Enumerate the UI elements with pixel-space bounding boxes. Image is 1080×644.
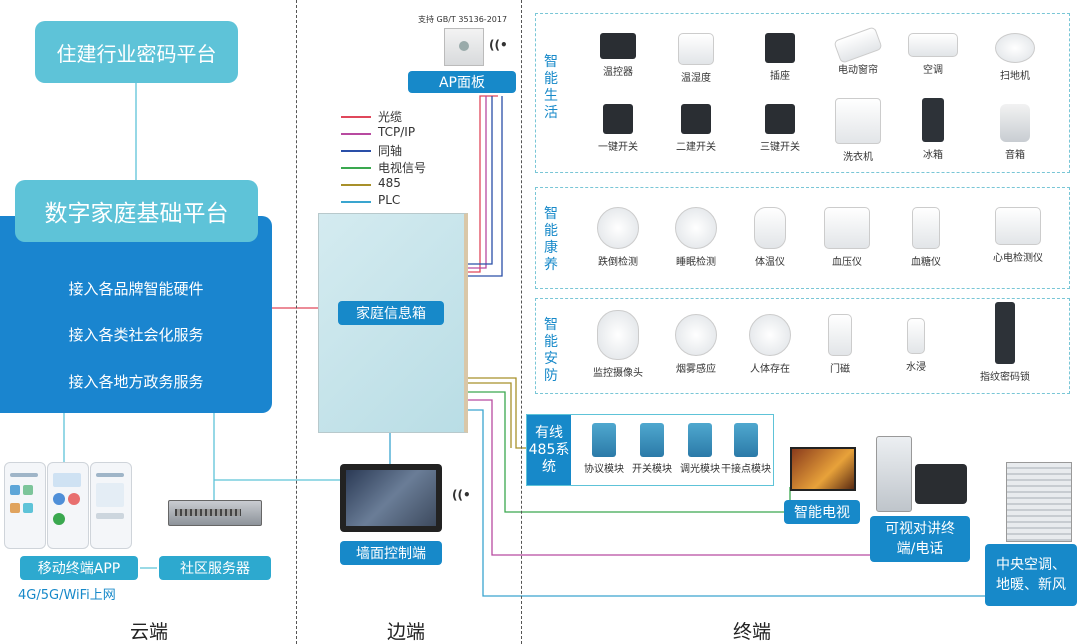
device-water-leak: 水浸 xyxy=(881,318,951,373)
device-fall-detector: 跌倒检测 xyxy=(583,207,653,268)
device-socket: 插座 xyxy=(745,33,815,82)
device-presence-sensor: 人体存在 xyxy=(735,314,805,375)
device-washing-machine: 洗衣机 xyxy=(823,98,893,163)
legend-label-plc: PLC xyxy=(378,193,401,207)
module-dry-contact: 干接点模块 xyxy=(719,423,773,475)
device-curtain: 电动窗帘 xyxy=(823,26,893,76)
legend-label-485: 485 xyxy=(378,176,401,190)
intercom-label: 可视对讲终端/电话 xyxy=(870,516,970,562)
device-door-sensor: 门磁 xyxy=(805,314,875,375)
home-info-box-label: 家庭信息箱 xyxy=(338,301,444,325)
central-ac-image xyxy=(1006,462,1072,542)
device-switch-one: 一键开关 xyxy=(583,104,653,153)
community-server-image xyxy=(168,500,262,526)
legend-label-tcp: TCP/IP xyxy=(378,125,416,139)
phone-screenshot-3 xyxy=(90,462,132,549)
wire-ap-tcp xyxy=(463,96,487,269)
device-air-conditioner: 空调 xyxy=(898,33,968,76)
group-title-smart-health: 智能康养 xyxy=(544,206,558,273)
device-sleep-monitor: 睡眠检测 xyxy=(661,207,731,268)
phone-screenshot-1 xyxy=(4,462,46,549)
device-speaker: 音箱 xyxy=(980,104,1050,161)
desk-phone-image xyxy=(915,464,967,504)
wifi-icon: ((• xyxy=(489,38,508,52)
legend-swatch-tv xyxy=(341,167,371,169)
service-item-government: 接入各地方政务服务 xyxy=(68,373,204,391)
group-smart-life: 智能生活 xyxy=(535,13,1070,173)
central-ac-label: 中央空调、地暖、新风 xyxy=(985,544,1077,606)
wall-control-label: 墙面控制端 xyxy=(340,541,442,565)
legend-swatch-485 xyxy=(341,184,371,186)
phone-screenshot-2 xyxy=(47,462,89,549)
wire-485b xyxy=(463,382,512,448)
device-fridge: 冰箱 xyxy=(898,98,968,161)
wifi-icon: ((• xyxy=(452,488,471,502)
device-thermometer: 体温仪 xyxy=(735,207,805,268)
wire-intercom xyxy=(463,399,874,556)
legend-label-coax: 同轴 xyxy=(378,144,403,158)
device-robot-vacuum: 扫地机 xyxy=(980,33,1050,82)
smart-tv-label: 智能电视 xyxy=(784,500,860,524)
device-blood-pressure: 血压仪 xyxy=(812,207,882,268)
group-smart-health: 智能康养 xyxy=(535,187,1070,289)
device-switch-two: 二建开关 xyxy=(661,104,731,153)
wall-control-image xyxy=(340,464,442,532)
smart-tv-image xyxy=(790,447,856,491)
legend-label-fiber: 光缆 xyxy=(378,110,403,124)
device-hygrometer: 温湿度 xyxy=(661,33,731,84)
group-title-smart-security: 智能安防 xyxy=(544,317,558,384)
region-label-terminal: 终端 xyxy=(733,621,772,643)
rs485-system-title: 有线485系统 xyxy=(527,415,571,485)
intercom-image xyxy=(876,436,912,512)
module-switch: 开关模块 xyxy=(627,423,677,475)
digital-home-platform: 数字家庭基础平台 xyxy=(15,180,258,242)
mobile-app-label: 移动终端APP xyxy=(20,556,138,580)
region-label-cloud: 云端 xyxy=(130,621,169,643)
device-smoke-sensor: 烟雾感应 xyxy=(661,314,731,375)
device-ecg-monitor: 心电检测仪 xyxy=(983,207,1053,264)
service-item-social: 接入各类社会化服务 xyxy=(68,326,204,344)
community-server-label: 社区服务器 xyxy=(159,556,271,580)
legend-swatch-tcp xyxy=(341,133,371,135)
module-dimmer: 调光模块 xyxy=(675,423,725,475)
device-glucose-meter: 血糖仪 xyxy=(891,207,961,268)
device-thermostat: 温控器 xyxy=(583,33,653,78)
wire-ap-coax2 xyxy=(463,96,503,277)
wire-485 xyxy=(463,377,526,449)
rs485-system-panel: 有线485系统 协议模块 开关模块 调光模块 干接点模块 xyxy=(526,414,774,486)
wire-ap-fiber xyxy=(463,95,498,273)
device-fingerprint-lock: 指纹密码锁 xyxy=(970,302,1040,383)
group-smart-security: 智能安防 xyxy=(535,298,1070,394)
divider-edge-terminal xyxy=(521,0,522,644)
group-title-smart-life: 智能生活 xyxy=(544,54,558,121)
divider-cloud-edge xyxy=(296,0,297,644)
region-label-edge: 边端 xyxy=(387,621,426,643)
platform-services-panel: 接入各品牌智能硬件 接入各类社会化服务 接入各地方政务服务 xyxy=(0,216,272,413)
wire-ap-coax xyxy=(463,96,493,265)
wire-central xyxy=(463,409,985,597)
service-item-hardware: 接入各品牌智能硬件 xyxy=(68,280,204,298)
legend-swatch-fiber xyxy=(341,116,371,118)
legend-label-tv: 电视信号 xyxy=(378,161,427,175)
device-camera: 监控摄像头 xyxy=(583,310,653,379)
housing-crypto-platform: 住建行业密码平台 xyxy=(35,21,238,83)
legend-swatch-plc xyxy=(341,201,371,203)
legend-swatch-coax xyxy=(341,150,371,152)
module-protocol: 协议模块 xyxy=(579,423,629,475)
device-switch-three: 三键开关 xyxy=(745,104,815,153)
ap-panel-image xyxy=(444,28,484,66)
ap-panel-label: AP面板 xyxy=(408,71,516,93)
standard-note: 支持 GB/T 35136-2017 xyxy=(418,15,508,24)
network-note: 4G/5G/WiFi上网 xyxy=(18,588,116,603)
